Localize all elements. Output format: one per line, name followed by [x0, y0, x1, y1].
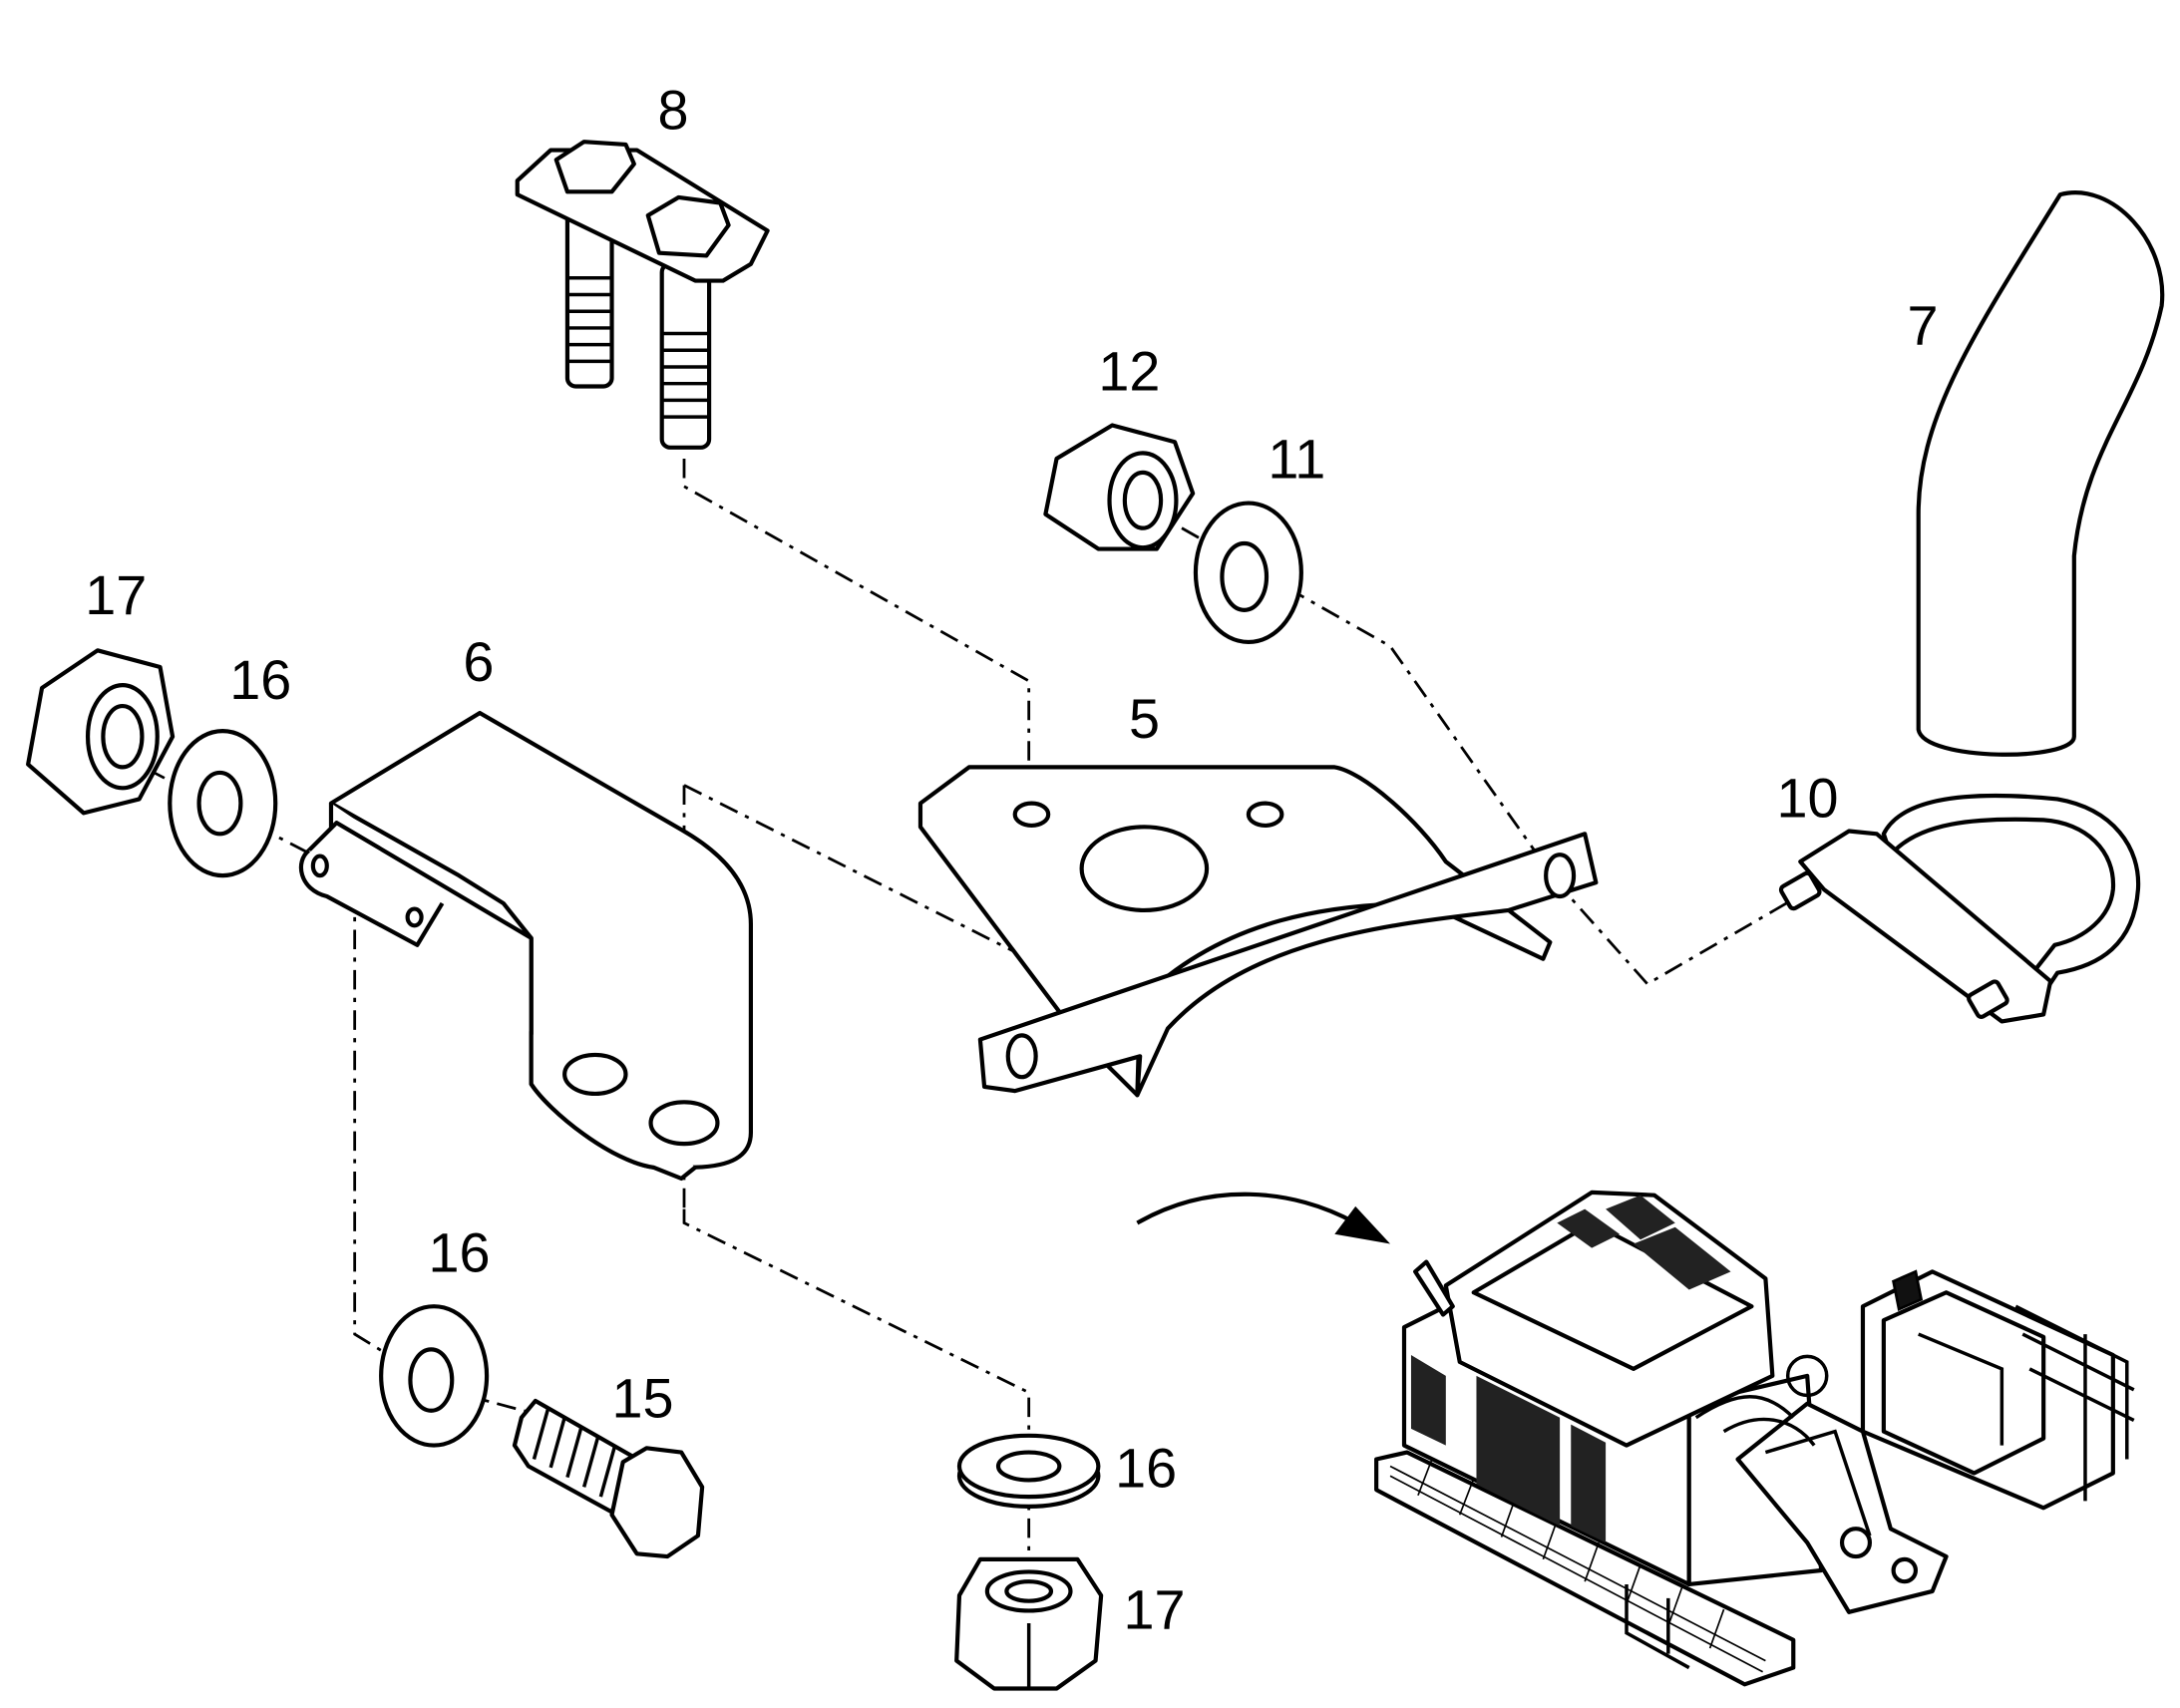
callout-17-upper: 17 [85, 564, 147, 626]
part-17-hex-nut-upper [26, 648, 176, 816]
callout-16-upper: 16 [229, 649, 291, 711]
callout-11: 11 [1268, 428, 1325, 490]
callout-7: 7 [1908, 295, 1939, 357]
callout-8: 8 [658, 80, 689, 142]
callout-16-lower: 16 [429, 1221, 491, 1283]
part-15-hex-bolt [512, 1398, 705, 1559]
part-16-washer-upper [168, 729, 278, 878]
callout-labels: 5 6 7 8 10 11 12 15 16 16 16 17 17 [85, 80, 1938, 1641]
part-17-hex-nut-lower [954, 1556, 1104, 1691]
part-12-hex-nut [1043, 423, 1196, 551]
callout-17-lower: 17 [1123, 1579, 1185, 1641]
callout-16-right: 16 [1115, 1437, 1177, 1499]
callout-10: 10 [1777, 768, 1839, 830]
part-8-bolt-plate [515, 140, 770, 450]
excavator-overview-illustration [1374, 1190, 2135, 1687]
part-16-washer-right [956, 1433, 1101, 1509]
callout-12: 12 [1098, 341, 1160, 403]
part-10-u-clamp [1778, 793, 2141, 1024]
callout-6: 6 [463, 631, 494, 693]
callout-15: 15 [612, 1368, 674, 1430]
part-5-mounting-plate [917, 765, 1599, 1098]
part-11-washer [1193, 501, 1303, 645]
part-16-washer-lower [379, 1304, 490, 1448]
part-6-bracket [298, 710, 753, 1182]
callout-5: 5 [1129, 688, 1160, 750]
location-arrow [1136, 1192, 1391, 1244]
part-7-hose [1916, 190, 2165, 757]
